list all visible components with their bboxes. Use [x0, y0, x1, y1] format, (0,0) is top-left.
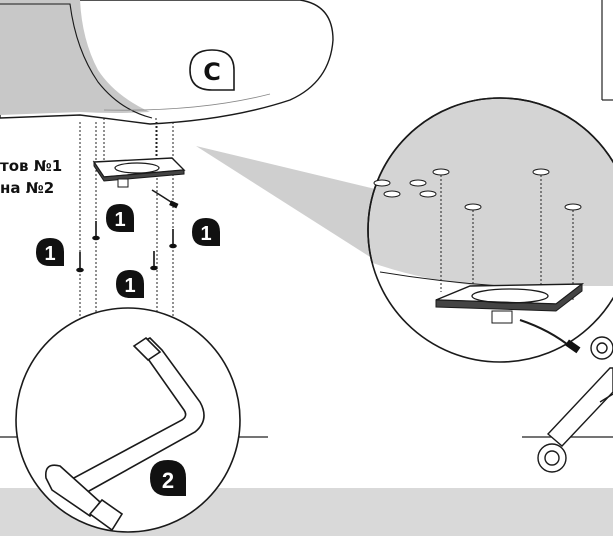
step-badge-number: 1	[44, 243, 55, 265]
callout-wedge	[196, 146, 388, 262]
step-badge-number: 1	[114, 209, 125, 231]
magnified-view	[368, 98, 613, 400]
step-badge-number: 1	[124, 275, 135, 297]
screw	[77, 252, 83, 272]
step-badge: 1	[192, 218, 220, 246]
screw	[151, 251, 157, 270]
screw	[93, 221, 99, 240]
tool-view: 2	[16, 308, 240, 532]
step-badge-number: 1	[200, 223, 211, 245]
mounting-plate	[94, 158, 184, 208]
caption-line-1: тов №1	[0, 157, 62, 175]
chair-seat	[0, 0, 333, 124]
step-badge: 1	[106, 204, 134, 232]
screw	[170, 229, 176, 248]
seat-label-badge: C	[190, 50, 234, 90]
seat-letter: C	[203, 58, 221, 86]
tool-badge-number: 2	[162, 468, 174, 493]
step-badge: 1	[116, 270, 144, 298]
step-badge: 1	[36, 238, 64, 266]
caption-line-2: на №2	[0, 179, 54, 197]
